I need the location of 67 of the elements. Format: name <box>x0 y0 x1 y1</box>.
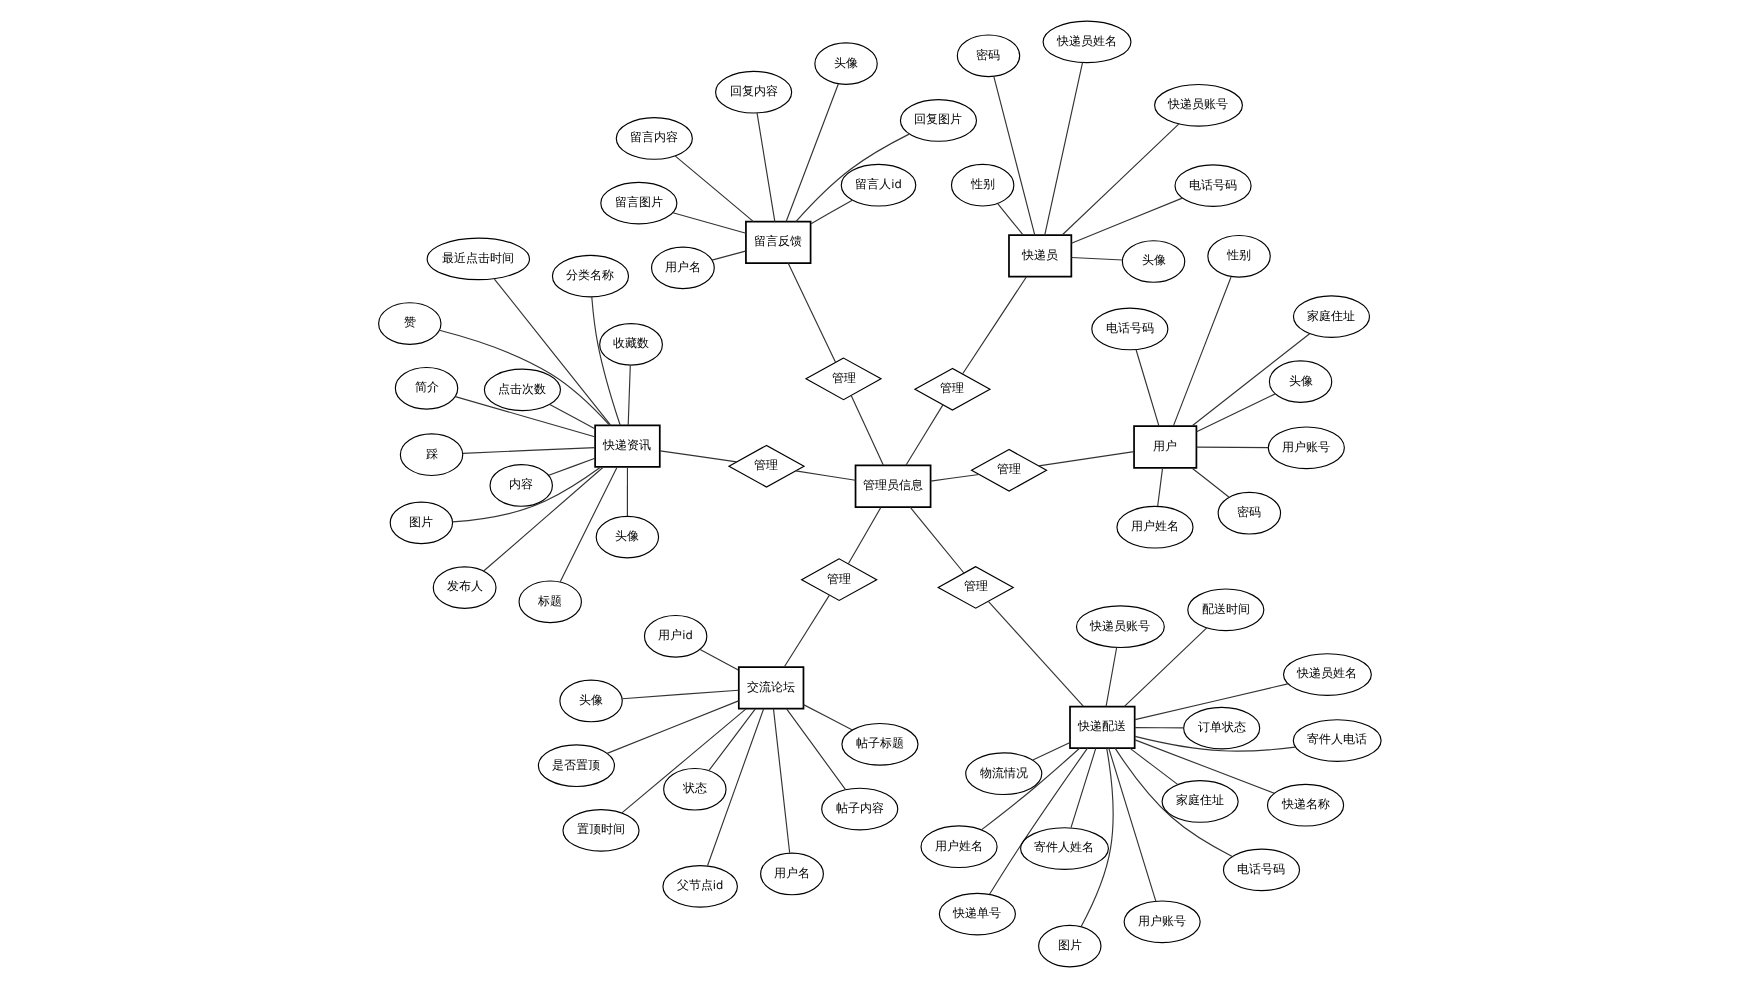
connector <box>483 466 604 572</box>
connector <box>989 747 1089 895</box>
connector <box>1134 739 1275 794</box>
connector <box>909 506 965 574</box>
connector <box>1134 735 1296 752</box>
connector <box>1061 123 1180 236</box>
connector <box>772 708 791 854</box>
connector <box>795 470 856 481</box>
connector <box>1196 393 1276 433</box>
connector <box>1070 197 1183 244</box>
connector <box>756 112 776 223</box>
connector <box>905 404 944 466</box>
connector <box>810 199 853 225</box>
connector <box>659 450 738 463</box>
connector <box>672 212 747 234</box>
connector <box>1129 747 1179 785</box>
connector <box>961 276 1028 375</box>
connector <box>997 203 1024 236</box>
connector <box>930 473 980 482</box>
connector <box>1123 627 1208 707</box>
connector <box>706 708 765 867</box>
connector <box>987 600 1084 707</box>
connector <box>548 457 596 476</box>
connector <box>591 296 621 426</box>
connector <box>1070 256 1123 261</box>
connector <box>674 155 755 223</box>
connector <box>795 133 910 223</box>
connector <box>783 594 830 668</box>
connector <box>786 708 846 790</box>
connector <box>493 278 612 426</box>
connector <box>1157 467 1164 507</box>
connector <box>847 506 882 565</box>
connector <box>1172 276 1232 427</box>
connector <box>1038 451 1135 467</box>
connector <box>626 466 628 517</box>
connector <box>1191 467 1230 498</box>
connector <box>850 394 884 466</box>
connector <box>1080 747 1114 928</box>
connector <box>1135 348 1160 427</box>
connector <box>1134 726 1185 729</box>
connector <box>1105 646 1118 708</box>
connector <box>452 466 602 523</box>
connector <box>559 466 618 583</box>
connector <box>1032 742 1071 761</box>
connector <box>1044 62 1084 236</box>
connector <box>711 250 747 261</box>
connector <box>708 708 756 772</box>
connector <box>1195 446 1269 449</box>
connector <box>606 700 740 754</box>
connector <box>454 396 596 438</box>
connector <box>621 689 740 700</box>
connector <box>621 708 747 814</box>
connector <box>627 364 631 426</box>
connector <box>785 83 839 223</box>
connector <box>1191 333 1311 427</box>
connector <box>787 262 837 363</box>
connector <box>699 648 739 671</box>
connector <box>1070 747 1097 829</box>
connector <box>1134 683 1289 721</box>
connector <box>802 704 853 731</box>
connector <box>993 75 1036 236</box>
connector <box>438 329 611 426</box>
connector <box>462 447 596 454</box>
connector <box>980 747 1081 831</box>
connector <box>1108 747 1157 902</box>
connector <box>549 403 596 430</box>
connector <box>1114 747 1233 857</box>
